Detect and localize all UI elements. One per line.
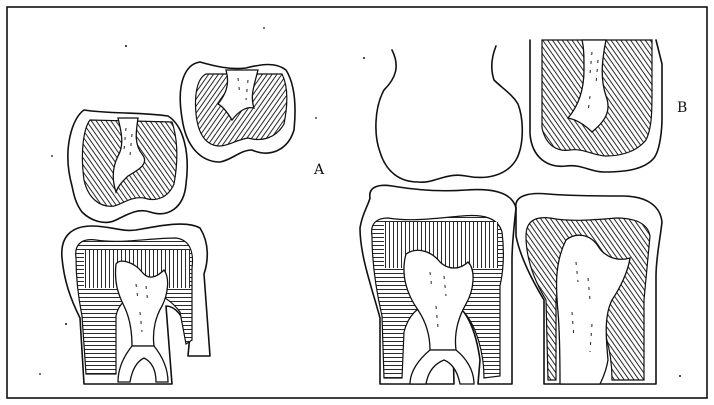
- label-b: B: [677, 100, 687, 116]
- label-a: A: [313, 162, 325, 178]
